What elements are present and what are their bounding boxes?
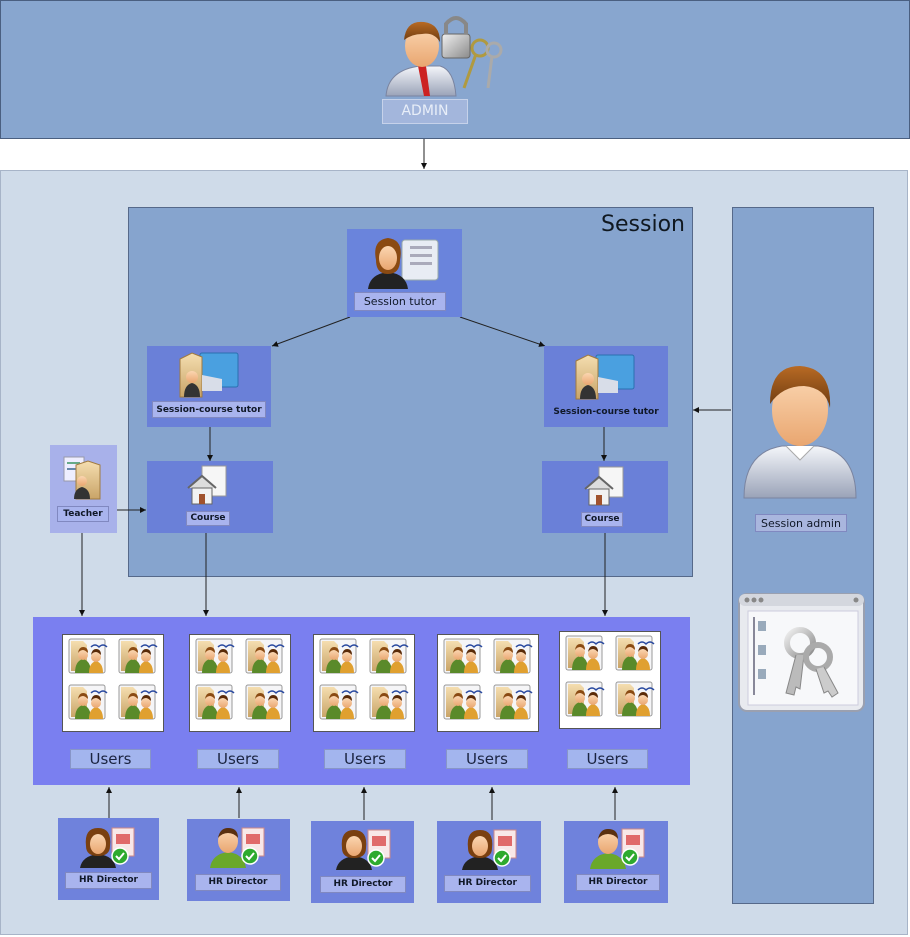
user-in-folder-icon: [575, 354, 635, 400]
hr-director-label: HR Director: [576, 874, 660, 891]
users-label: Users: [567, 749, 648, 769]
users-group-card[interactable]: [189, 634, 291, 732]
session-title: Session: [601, 212, 685, 237]
user-with-checked-document-icon: [210, 827, 265, 868]
hr-director-label: HR Director: [65, 872, 152, 889]
session-admin-label: Session admin: [755, 514, 847, 532]
user-with-checked-document-icon: [462, 829, 517, 870]
tutor-to-right-course-tutor-arrow: [459, 316, 546, 347]
female-user-with-list-icon: [368, 238, 439, 289]
window-with-keys-icon: [738, 593, 865, 712]
users-label: Users: [324, 749, 406, 769]
course-left-label: Course: [186, 511, 230, 526]
users-label: Users: [70, 749, 151, 769]
user-with-checked-document-icon: [80, 827, 135, 868]
house-with-document-icon: [187, 465, 227, 505]
users-label: Users: [446, 749, 528, 769]
group-of-users-icon: [565, 635, 655, 717]
group-of-users-icon: [443, 638, 533, 720]
users-group-card[interactable]: [437, 634, 539, 732]
users-group-card[interactable]: [559, 631, 661, 729]
group-of-users-icon: [68, 638, 158, 720]
user-in-folder-icon: [179, 352, 239, 398]
session-admin-panel: [732, 207, 874, 904]
admin-with-lock-and-keys-icon: [385, 16, 503, 97]
user-with-checked-document-icon: [336, 829, 391, 870]
user-with-checked-document-icon: [590, 828, 645, 869]
group-of-users-icon: [195, 638, 285, 720]
tutor-to-left-course-tutor-arrow: [271, 316, 351, 347]
hr-director-label: HR Director: [320, 876, 406, 893]
hr-director-label: HR Director: [195, 874, 281, 891]
users-label: Users: [197, 749, 279, 769]
session-course-tutor-right-label: Session-course tutor: [553, 407, 659, 417]
session-course-tutor-left-label: Session-course tutor: [152, 401, 266, 418]
course-right-label: Course: [581, 512, 623, 527]
teacher-label: Teacher: [57, 506, 109, 522]
group-of-users-icon: [319, 638, 409, 720]
hr-director-label: HR Director: [444, 875, 531, 892]
house-with-document-icon: [584, 466, 624, 506]
users-group-card[interactable]: [313, 634, 415, 732]
admin-label: ADMIN: [382, 99, 468, 124]
users-group-card[interactable]: [62, 634, 164, 732]
male-user-icon: [743, 366, 857, 499]
user-folder-with-list-icon: [63, 456, 101, 500]
session-tutor-label: Session tutor: [354, 292, 446, 311]
